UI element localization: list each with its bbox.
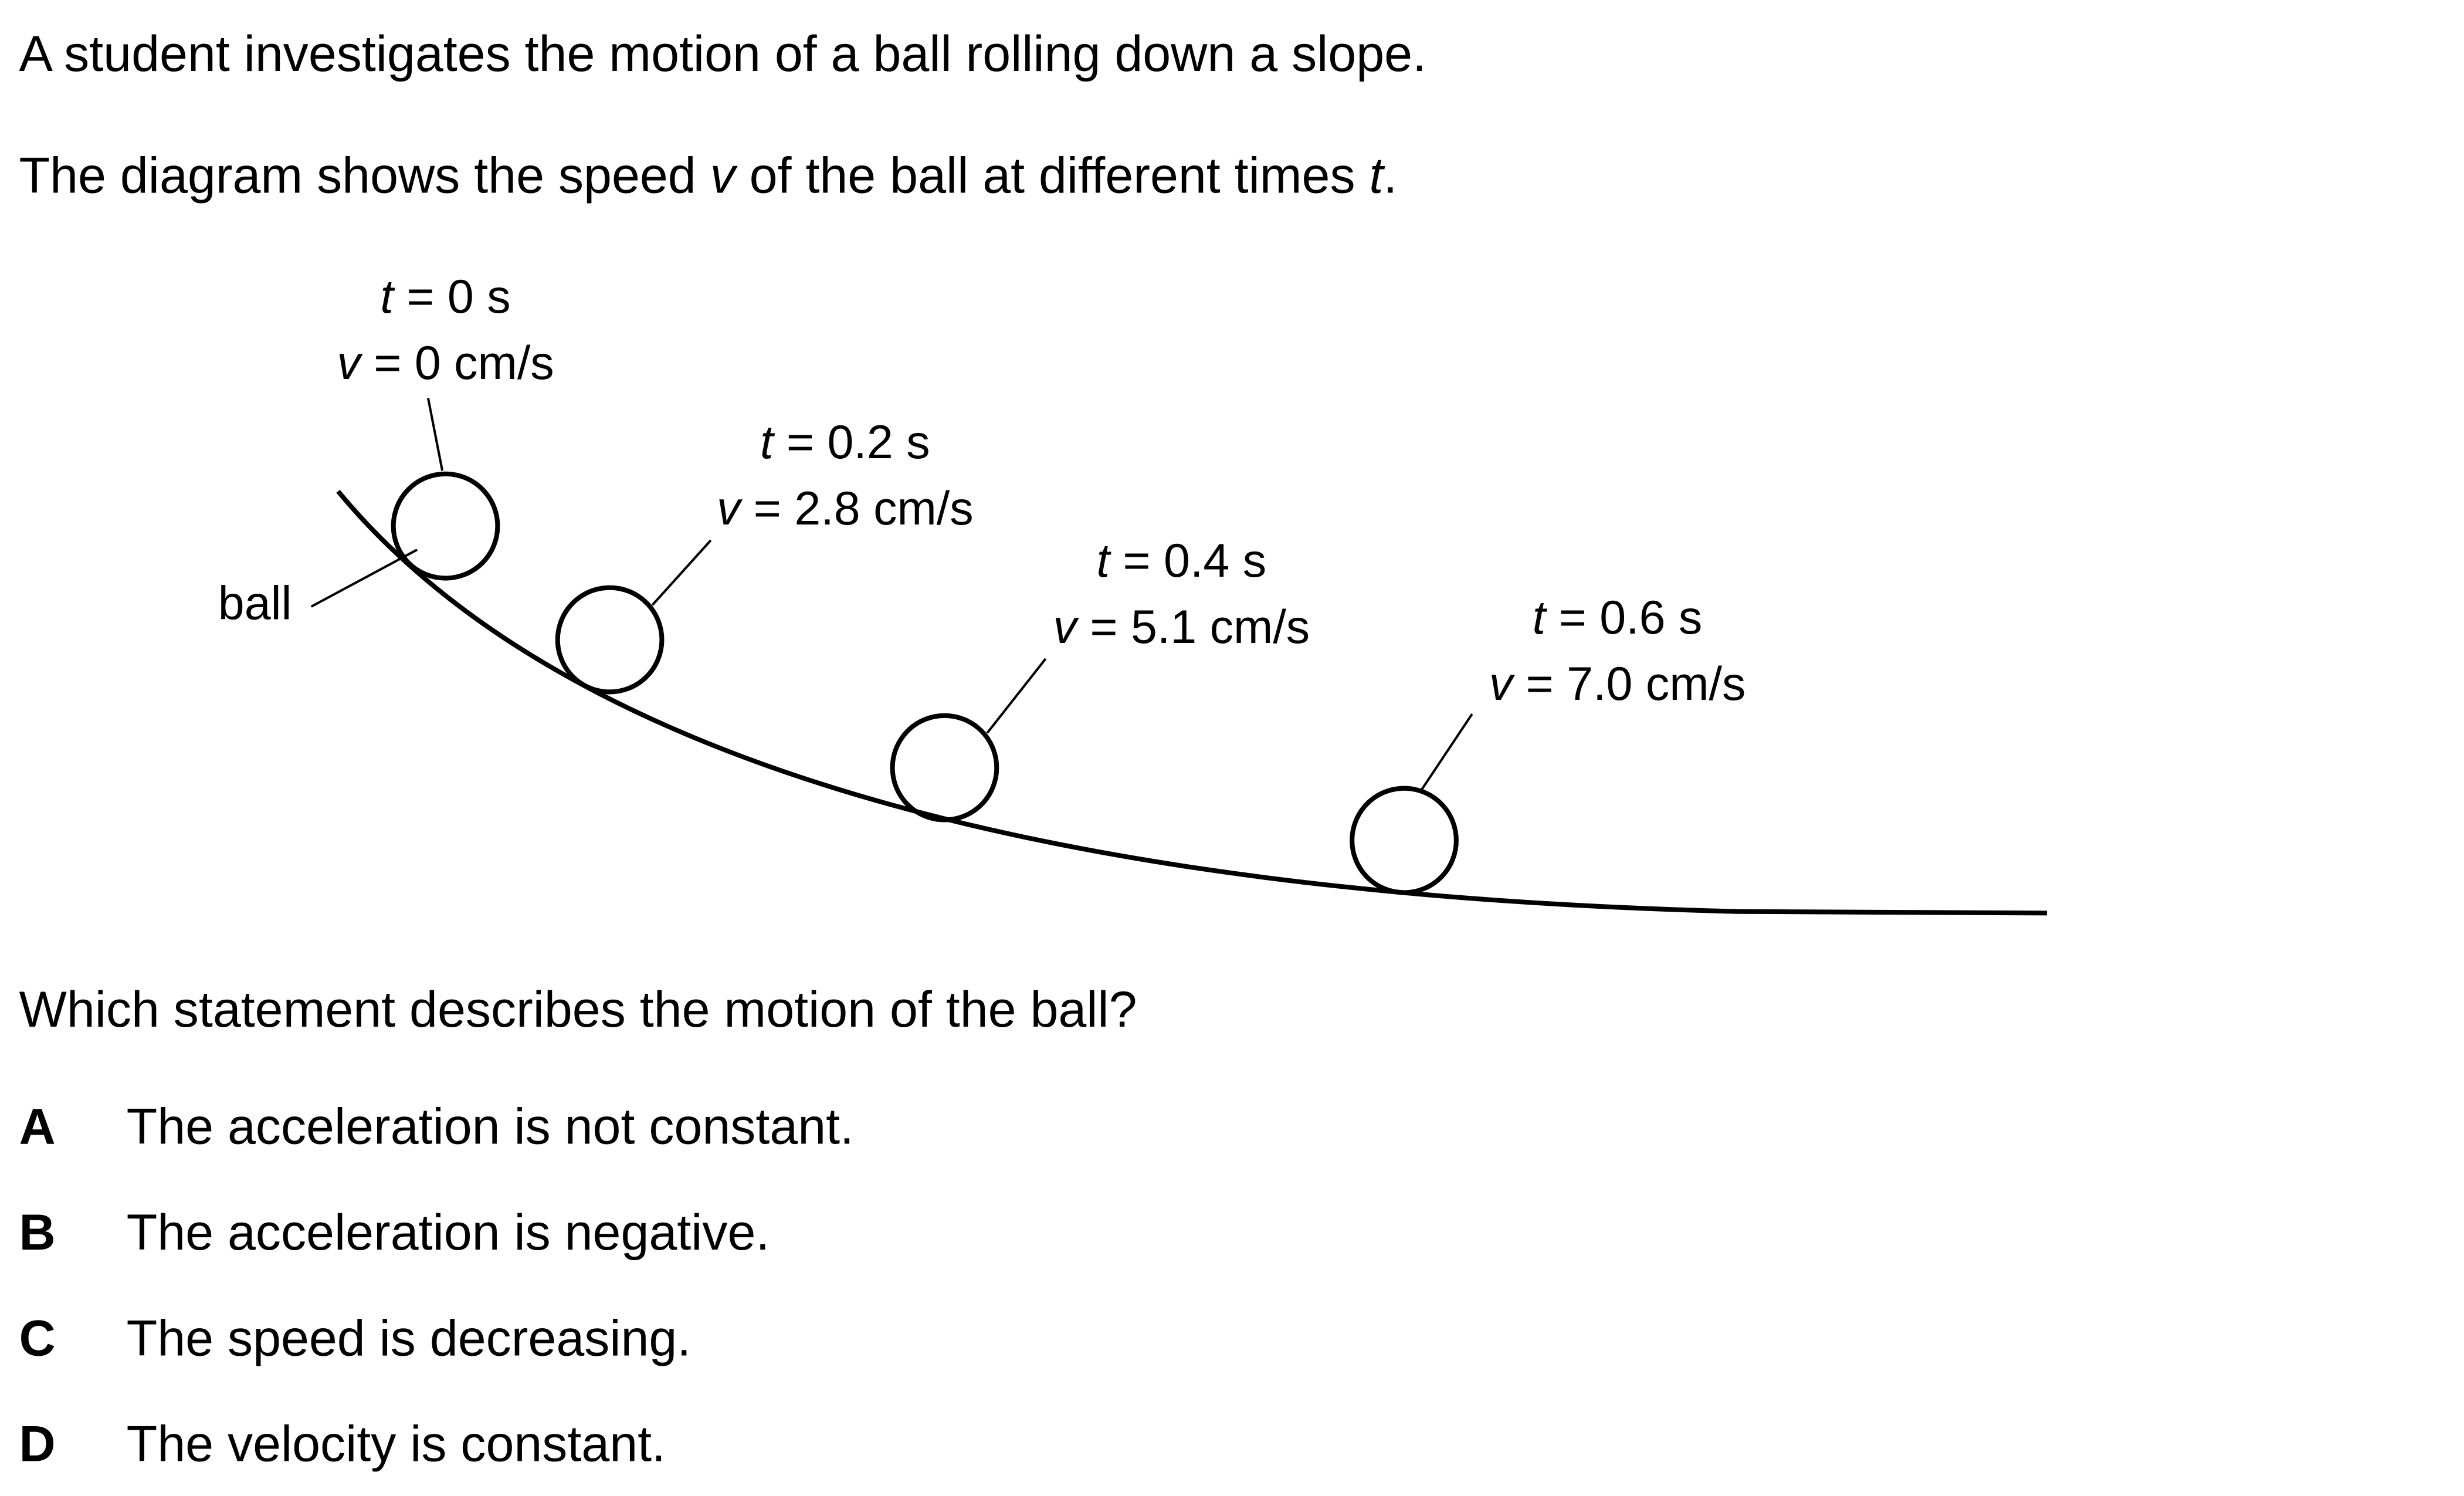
slope-curve — [336, 489, 2047, 916]
label-t02-speed: v = 2.8 cm/s — [717, 482, 974, 535]
label-t06-time: t = 0.6 s — [1533, 591, 1703, 644]
ball-label: ball — [218, 577, 292, 630]
leader-t02 — [651, 539, 712, 606]
label-t06-speed: v = 7.0 cm/s — [1489, 658, 1746, 710]
option-b[interactable]: B The acceleration is negative. — [19, 1204, 770, 1261]
ball-t04 — [890, 713, 999, 823]
option-text: The speed is decreasing. — [127, 1310, 692, 1366]
option-text: The acceleration is not constant. — [127, 1099, 854, 1155]
diagram-labels: t = 0 s v = 0 cm/s t = 0.2 s v = 2.8 cm/… — [337, 270, 1746, 710]
option-letter: A — [19, 1099, 55, 1155]
ball-t06 — [1350, 786, 1459, 895]
option-c[interactable]: C The speed is decreasing. — [19, 1310, 691, 1366]
option-a[interactable]: A The acceleration is not constant. — [19, 1099, 853, 1155]
diagram-caption: The diagram shows the speed v of the bal… — [19, 148, 1397, 204]
option-d[interactable]: D The velocity is constant. — [19, 1416, 666, 1473]
label-t0-speed: v = 0 cm/s — [337, 337, 554, 390]
option-letter: C — [19, 1310, 55, 1366]
intro-text: A student investigates the motion of a b… — [19, 26, 1426, 82]
slope-diagram — [310, 398, 2047, 916]
label-t02-time: t = 0.2 s — [760, 416, 930, 469]
leader-t06 — [1420, 713, 1473, 791]
ball-t0 — [391, 471, 500, 581]
label-t04-speed: v = 5.1 cm/s — [1053, 601, 1310, 654]
option-text: The velocity is constant. — [127, 1416, 666, 1473]
leader-t0 — [426, 398, 444, 471]
question-text: Which statement describes the motion of … — [19, 981, 1137, 1038]
ball-t02 — [555, 585, 665, 695]
label-t0-time: t = 0 s — [380, 270, 510, 323]
label-t04-time: t = 0.4 s — [1097, 534, 1267, 587]
option-text: The acceleration is negative. — [127, 1204, 770, 1261]
leader-ball — [310, 549, 418, 608]
leader-t04 — [986, 658, 1047, 734]
option-letter: B — [19, 1204, 55, 1261]
option-letter: D — [19, 1416, 55, 1473]
